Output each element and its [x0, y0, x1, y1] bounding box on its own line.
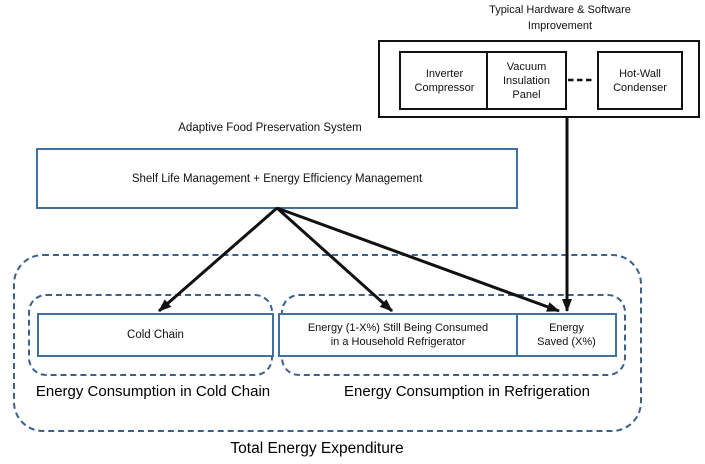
hardware-group-box: Inverter Compressor Vacuum Insulation Pa…: [378, 40, 700, 118]
energy-consumed-box: Energy (1-X%) Still Being Consumed in a …: [278, 313, 518, 357]
cold-chain-label: Energy Consumption in Cold Chain: [35, 383, 271, 400]
total-energy-label: Total Energy Expenditure: [230, 440, 404, 457]
vacuum-insulation-panel-box: Vacuum Insulation Panel: [486, 51, 567, 110]
shelf-management-box: Shelf Life Management + Energy Efficienc…: [36, 148, 518, 209]
hardware-group-title: Typical Hardware & Software Improvement: [489, 4, 631, 32]
refrigeration-label: Energy Consumption in Refrigeration: [344, 383, 590, 400]
system-title: Adaptive Food Preservation System: [178, 122, 362, 134]
cold-chain-box: Cold Chain: [37, 313, 274, 357]
energy-saved-box: Energy Saved (X%): [516, 313, 617, 357]
hot-wall-condenser-box: Hot-Wall Condenser: [597, 51, 683, 110]
inverter-compressor-box: Inverter Compressor: [399, 51, 490, 110]
